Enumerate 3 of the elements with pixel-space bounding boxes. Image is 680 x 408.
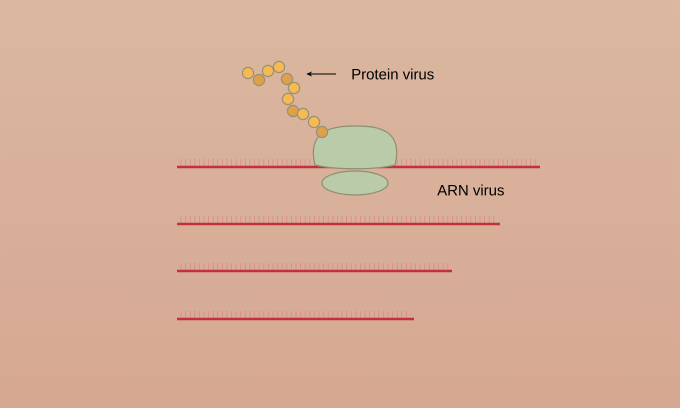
node-label: Protein virus	[352, 68, 434, 80]
strand-label: ARN virus	[437, 184, 504, 196]
protein-chain-drawing	[242, 60, 328, 138]
